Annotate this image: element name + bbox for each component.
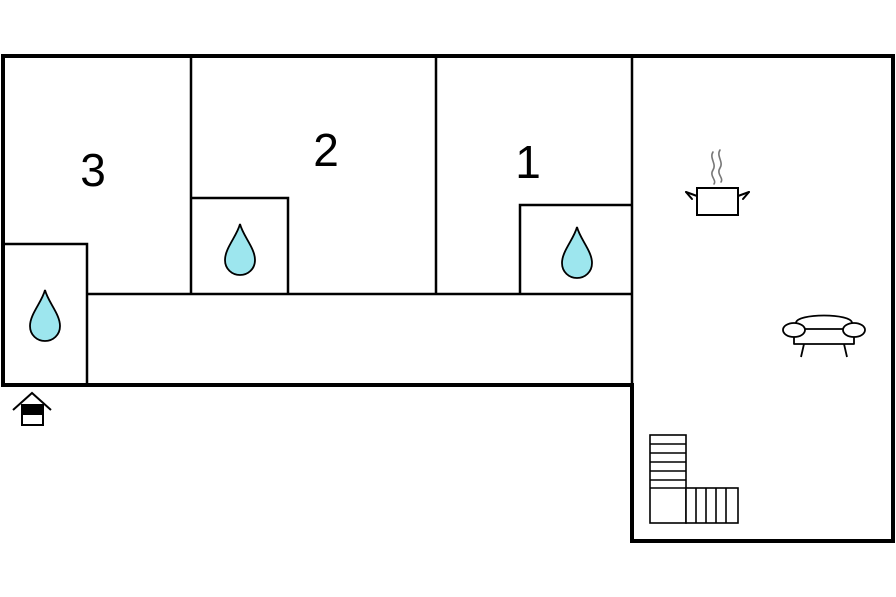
water-drop-icon [29,289,61,342]
room-label-1: 1 [515,136,541,188]
outer-walls [1,54,895,543]
cooking-pot-icon [685,149,750,216]
water-drop-icon [224,223,256,276]
entrance-house-icon [12,391,52,426]
sofa-icon [782,314,866,358]
stairs-icon [649,434,739,524]
room-label-2: 2 [313,124,339,176]
interior-walls [3,56,634,385]
room-label-3: 3 [80,144,106,196]
water-drop-icon [561,226,593,279]
